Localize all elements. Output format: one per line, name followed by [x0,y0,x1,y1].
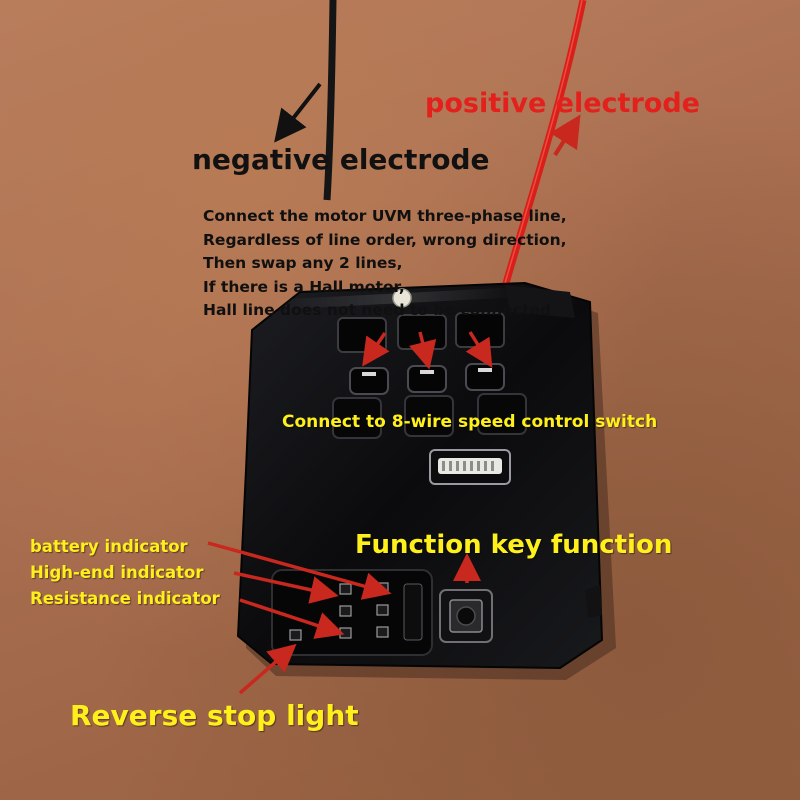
high-end-indicator-label: High-end indicator [30,563,204,582]
arrow-icon [207,82,581,695]
motor-wiring-note: Connect the motor UVM three-phase line, … [203,205,567,323]
speed-switch-label: Connect to 8-wire speed control switch [282,412,658,432]
motor-note-line: Connect the motor UVM three-phase line, [203,207,567,225]
red-wire [500,0,587,291]
motor-note-line: Hall line does not need to be connected [203,301,552,319]
reverse-stop-light-label: Reverse stop light [70,699,359,732]
motor-note-line: Regardless of line order, wrong directio… [203,230,567,249]
function-key-label: Function key function [355,530,673,560]
battery-indicator-label: battery indicator [30,537,188,556]
positive-electrode-label: positive electrode [425,88,700,119]
motor-note-line: Then swap any 2 lines, [203,254,403,272]
push-button-icon [439,589,493,643]
negative-electrode-label: negative electrode [192,143,490,176]
black-wire [323,0,337,201]
mosfet-pads-lower [332,393,527,439]
connector-icon [429,449,511,485]
resistance-indicator-label: Resistance indicator [30,589,220,608]
motor-note-line: If there is a Hall motor, [203,277,405,296]
mosfet-pads-middle [349,363,505,395]
